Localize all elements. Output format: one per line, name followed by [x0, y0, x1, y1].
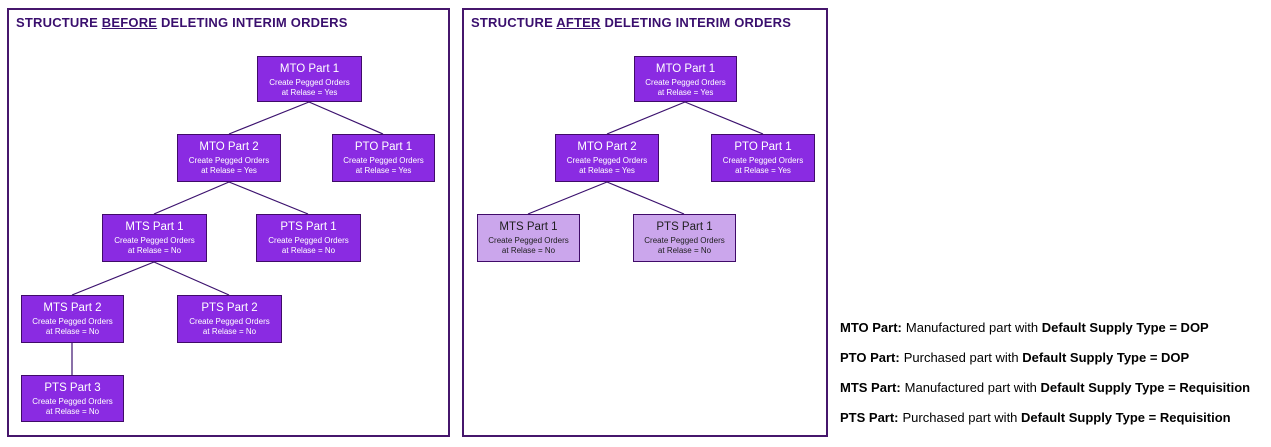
- node-subtitle-line-1: Create Pegged Orders: [488, 236, 569, 245]
- node-title: PTS Part 1: [280, 221, 337, 233]
- legend-bold: Default Supply Type = DOP: [1041, 320, 1209, 335]
- legend-item-pto: PTO Part:Purchased part with Default Sup…: [840, 350, 1189, 366]
- node-title: MTO Part 1: [279, 63, 340, 75]
- legend-bold: Default Supply Type = Requisition: [1021, 410, 1231, 425]
- legend-item-mts: MTS Part:Manufactured part with Default …: [840, 380, 1250, 396]
- node-subtitle-line-1: Create Pegged Orders: [566, 156, 648, 165]
- legend-term: PTO Part:: [840, 350, 900, 365]
- node-title: PTS Part 2: [201, 302, 258, 314]
- node-subtitle-line-2: at Relase = Yes: [657, 88, 714, 97]
- node-title: MTS Part 2: [43, 302, 102, 314]
- panel-title-after-pre: STRUCTURE: [471, 15, 557, 30]
- node-title: MTS Part 1: [125, 221, 184, 233]
- panel-title-before-post: DELETING INTERIM ORDERS: [157, 15, 348, 30]
- node-subtitle-line-1: Create Pegged Orders: [722, 156, 804, 165]
- node-subtitle-line-1: Create Pegged Orders: [32, 397, 113, 406]
- node-subtitle-line-2: at Relase = No: [202, 327, 257, 336]
- node-subtitle-line-1: Create Pegged Orders: [269, 78, 350, 87]
- node-subtitle-line-2: at Relase = Yes: [735, 166, 791, 175]
- legend-item-pts: PTS Part:Purchased part with Default Sup…: [840, 410, 1231, 426]
- node-title: MTO Part 1: [655, 63, 716, 75]
- node-subtitle-line-2: at Relase = No: [127, 246, 182, 255]
- panel-title-before: STRUCTURE BEFORE DELETING INTERIM ORDERS: [16, 15, 348, 30]
- node-subtitle-line-1: Create Pegged Orders: [32, 317, 113, 326]
- node-subtitle-line-2: at Relase = No: [45, 327, 100, 336]
- legend-bold: Default Supply Type = DOP: [1022, 350, 1190, 365]
- node-subtitle-line-2: at Relase = No: [501, 246, 556, 255]
- node-title: MTO Part 2: [199, 141, 259, 153]
- node-title: PTO Part 1: [734, 141, 792, 153]
- panel-title-before-underlined: BEFORE: [101, 15, 158, 30]
- legend-term: MTS Part:: [840, 380, 901, 395]
- node-subtitle-line-2: at Relase = Yes: [281, 88, 338, 97]
- node-subtitle-line-1: Create Pegged Orders: [114, 236, 195, 245]
- panel-structure-after: [462, 8, 828, 437]
- panel-structure-before: [7, 8, 450, 437]
- node-subtitle-line-2: at Relase = Yes: [579, 166, 635, 175]
- node-title: MTO Part 2: [577, 141, 637, 153]
- node-subtitle-line-1: Create Pegged Orders: [188, 156, 270, 165]
- panel-title-after: STRUCTURE AFTER DELETING INTERIM ORDERS: [471, 15, 791, 30]
- node-title: PTO Part 1: [354, 141, 413, 153]
- node-subtitle-line-2: at Relase = Yes: [201, 166, 257, 175]
- legend-middle: Purchased part with: [902, 410, 1022, 425]
- node-title: PTS Part 1: [656, 221, 713, 233]
- legend-bold: Default Supply Type = Requisition: [1040, 380, 1251, 395]
- legend-term: MTO Part:: [840, 320, 902, 335]
- node-title: MTS Part 1: [499, 221, 558, 233]
- node-subtitle-line-2: at Relase = No: [45, 407, 100, 416]
- node-subtitle-line-2: at Relase = No: [657, 246, 712, 255]
- legend-term: PTS Part:: [840, 410, 899, 425]
- node-subtitle-line-1: Create Pegged Orders: [645, 78, 726, 87]
- node-subtitle-line-1: Create Pegged Orders: [343, 156, 424, 165]
- node-title: PTS Part 3: [44, 382, 101, 394]
- node-subtitle-line-2: at Relase = No: [281, 246, 336, 255]
- panel-title-after-post: DELETING INTERIM ORDERS: [600, 15, 792, 30]
- panel-title-before-pre: STRUCTURE: [16, 15, 102, 30]
- node-subtitle-line-1: Create Pegged Orders: [189, 317, 270, 326]
- node-subtitle-line-2: at Relase = Yes: [355, 166, 412, 175]
- legend-item-mto: MTO Part:Manufactured part with Default …: [840, 320, 1209, 336]
- legend-middle: Purchased part with: [903, 350, 1023, 365]
- legend-middle: Manufactured part with: [904, 380, 1041, 395]
- node-subtitle-line-1: Create Pegged Orders: [268, 236, 349, 245]
- legend-middle: Manufactured part with: [905, 320, 1042, 335]
- node-subtitle-line-1: Create Pegged Orders: [644, 236, 725, 245]
- panel-title-after-underlined: AFTER: [556, 15, 601, 30]
